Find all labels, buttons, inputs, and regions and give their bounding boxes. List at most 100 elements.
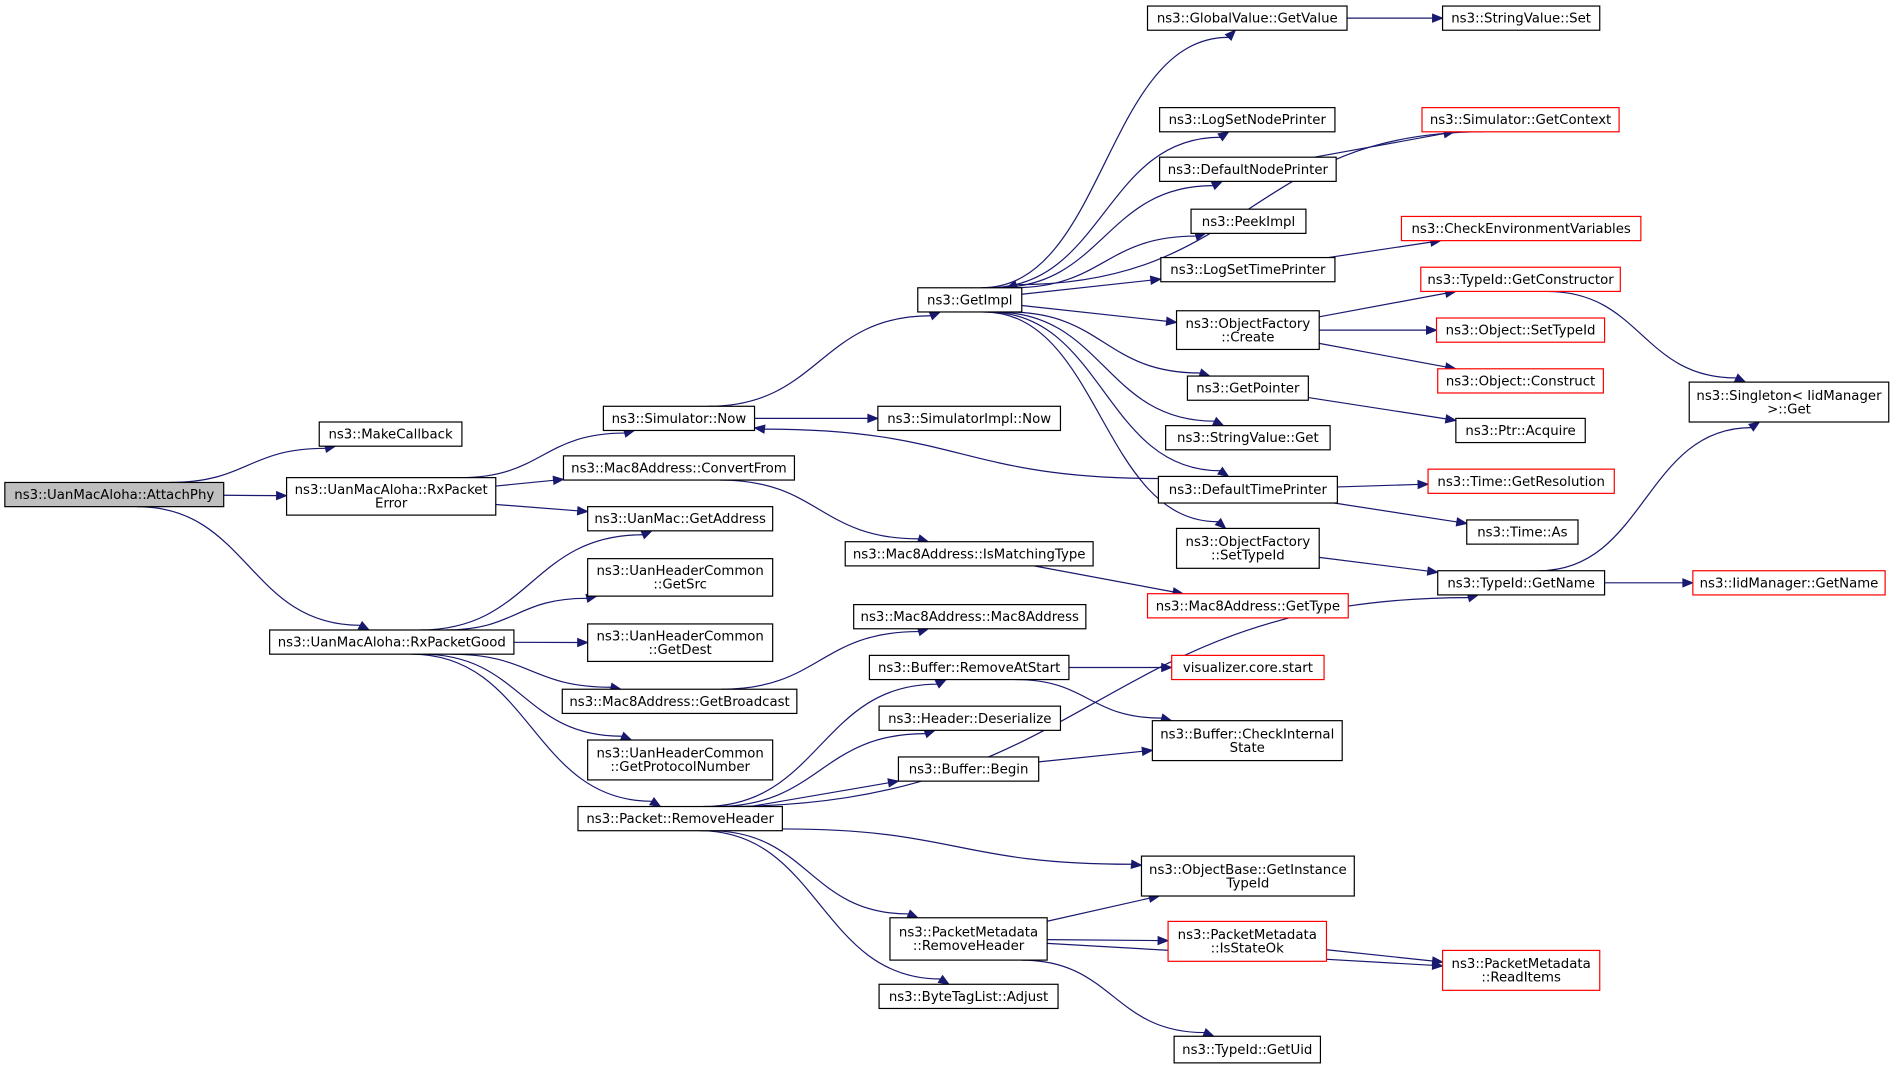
node-box[interactable]: [878, 705, 1062, 731]
node-iidgetname[interactable]: ns3::IidManager::GetName: [1692, 570, 1886, 596]
node-vizstart[interactable]: visualizer.core.start: [1171, 654, 1325, 681]
node-getdest[interactable]: ns3::UanHeaderCommon::GetDest: [587, 623, 774, 663]
node-peekimpl[interactable]: ns3::PeekImpl: [1190, 208, 1307, 234]
node-getimpl[interactable]: ns3::GetImpl: [917, 287, 1023, 313]
node-box[interactable]: [587, 558, 774, 597]
node-box[interactable]: [1175, 310, 1320, 351]
node-box[interactable]: [1400, 215, 1642, 242]
node-box[interactable]: [562, 455, 796, 481]
node-box[interactable]: [1140, 855, 1355, 897]
node-box[interactable]: [318, 421, 463, 447]
node-box[interactable]: [1441, 949, 1601, 991]
node-attachphy[interactable]: ns3::UanMacAloha::AttachPhy: [4, 481, 225, 508]
node-pmremoveheader[interactable]: ns3::PacketMetadata::RemoveHeader: [889, 917, 1048, 961]
node-box[interactable]: [1160, 256, 1336, 283]
node-box[interactable]: [889, 917, 1048, 961]
node-box[interactable]: [1159, 156, 1337, 182]
node-box[interactable]: [1171, 654, 1325, 681]
node-box[interactable]: [853, 603, 1087, 630]
node-typeidgetname[interactable]: ns3::TypeId::GetName: [1437, 570, 1606, 596]
node-box[interactable]: [1441, 5, 1601, 31]
node-box[interactable]: [917, 287, 1023, 313]
node-logsetnode[interactable]: ns3::LogSetNodePrinter: [1159, 107, 1336, 133]
node-box[interactable]: [1186, 375, 1309, 401]
node-box[interactable]: [1435, 317, 1606, 343]
node-strvalget[interactable]: ns3::StringValue::Get: [1165, 425, 1331, 451]
node-getuid[interactable]: ns3::TypeId::GetUid: [1173, 1035, 1322, 1064]
node-getbroadcast[interactable]: ns3::Mac8Address::GetBroadcast: [561, 688, 798, 715]
node-ptracquire[interactable]: ns3::Ptr::Acquire: [1455, 417, 1586, 444]
node-box[interactable]: [269, 629, 515, 655]
node-ismatchingtype[interactable]: ns3::Mac8Address::IsMatchingType: [844, 541, 1094, 567]
node-box[interactable]: [1157, 475, 1338, 504]
node-box[interactable]: [1146, 5, 1348, 31]
node-btladjust[interactable]: ns3::ByteTagList::Adjust: [878, 983, 1059, 1010]
node-box[interactable]: [1437, 570, 1606, 596]
node-box[interactable]: [897, 756, 1040, 782]
node-ofsettypeid[interactable]: ns3::ObjectFactory::SetTypeId: [1175, 527, 1320, 569]
node-getaddress[interactable]: ns3::UanMac::GetAddress: [587, 506, 774, 532]
node-singletonget[interactable]: ns3::Singleton< IidManager>::Get: [1688, 381, 1890, 423]
node-box[interactable]: [844, 541, 1094, 567]
node-box[interactable]: [587, 739, 774, 781]
node-box[interactable]: [1421, 107, 1620, 133]
node-box[interactable]: [1190, 208, 1307, 234]
node-makecallback[interactable]: ns3::MakeCallback: [318, 421, 463, 447]
node-box[interactable]: [1455, 417, 1586, 444]
node-removeheader[interactable]: ns3::Packet::RemoveHeader: [577, 805, 783, 832]
node-box[interactable]: [587, 623, 774, 663]
node-isstateok[interactable]: ns3::PacketMetadata::IsStateOk: [1167, 920, 1328, 962]
node-readitems[interactable]: ns3::PacketMetadata::ReadItems: [1441, 949, 1601, 991]
node-objsettypeid[interactable]: ns3::Object::SetTypeId: [1435, 317, 1606, 343]
node-box[interactable]: [1420, 266, 1621, 293]
node-ofcreate[interactable]: ns3::ObjectFactory::Create: [1175, 310, 1320, 351]
node-timegetres[interactable]: ns3::Time::GetResolution: [1427, 468, 1615, 494]
node-box[interactable]: [1466, 519, 1579, 545]
node-globalvalue[interactable]: ns3::GlobalValue::GetValue: [1146, 5, 1348, 31]
node-removeatstart[interactable]: ns3::Buffer::RemoveAtStart: [868, 654, 1070, 681]
node-box[interactable]: [878, 983, 1059, 1010]
node-box[interactable]: [1692, 570, 1886, 596]
node-rxpacketgood[interactable]: ns3::UanMacAloha::RxPacketGood: [269, 629, 515, 655]
node-box[interactable]: [1427, 468, 1615, 494]
node-bufbegin[interactable]: ns3::Buffer::Begin: [897, 756, 1040, 782]
node-simgetcontext[interactable]: ns3::Simulator::GetContext: [1421, 107, 1620, 133]
node-timeas[interactable]: ns3::Time::As: [1466, 519, 1579, 545]
node-box[interactable]: [1146, 593, 1349, 619]
node-deserialize[interactable]: ns3::Header::Deserialize: [878, 705, 1062, 731]
node-checkenv[interactable]: ns3::CheckEnvironmentVariables: [1400, 215, 1642, 242]
node-box[interactable]: [1151, 720, 1343, 762]
node-box[interactable]: [587, 506, 774, 532]
node-box[interactable]: [1175, 527, 1320, 569]
node-box[interactable]: [602, 405, 756, 432]
node-getpointer[interactable]: ns3::GetPointer: [1186, 375, 1309, 401]
node-box[interactable]: [877, 405, 1062, 432]
node-convertfrom[interactable]: ns3::Mac8Address::ConvertFrom: [562, 455, 796, 481]
node-mac8gettype[interactable]: ns3::Mac8Address::GetType: [1146, 593, 1349, 619]
node-getprotocolnumber[interactable]: ns3::UanHeaderCommon::GetProtocolNumber: [587, 739, 774, 781]
node-box[interactable]: [285, 477, 497, 516]
node-box[interactable]: [561, 688, 798, 715]
node-strvalset[interactable]: ns3::StringValue::Set: [1441, 5, 1601, 31]
node-box[interactable]: [868, 654, 1070, 681]
node-mac8ctor[interactable]: ns3::Mac8Address::Mac8Address: [853, 603, 1087, 630]
node-box[interactable]: [4, 481, 225, 508]
node-getconstructor[interactable]: ns3::TypeId::GetConstructor: [1420, 266, 1621, 293]
node-box[interactable]: [1688, 381, 1890, 423]
node-simimplnow[interactable]: ns3::SimulatorImpl::Now: [877, 405, 1062, 432]
node-box[interactable]: [1437, 368, 1604, 394]
node-defaulttime[interactable]: ns3::DefaultTimePrinter: [1157, 475, 1338, 504]
node-box[interactable]: [1159, 107, 1336, 133]
node-getsrc[interactable]: ns3::UanHeaderCommon::GetSrc: [587, 558, 774, 597]
node-simnow[interactable]: ns3::Simulator::Now: [602, 405, 756, 432]
node-box[interactable]: [577, 805, 783, 832]
node-defaultnode[interactable]: ns3::DefaultNodePrinter: [1159, 156, 1337, 182]
node-box[interactable]: [1165, 425, 1331, 451]
node-box[interactable]: [1173, 1035, 1322, 1064]
node-objconstruct[interactable]: ns3::Object::Construct: [1437, 368, 1604, 394]
node-box[interactable]: [1167, 920, 1328, 962]
node-logsettime[interactable]: ns3::LogSetTimePrinter: [1160, 256, 1336, 283]
